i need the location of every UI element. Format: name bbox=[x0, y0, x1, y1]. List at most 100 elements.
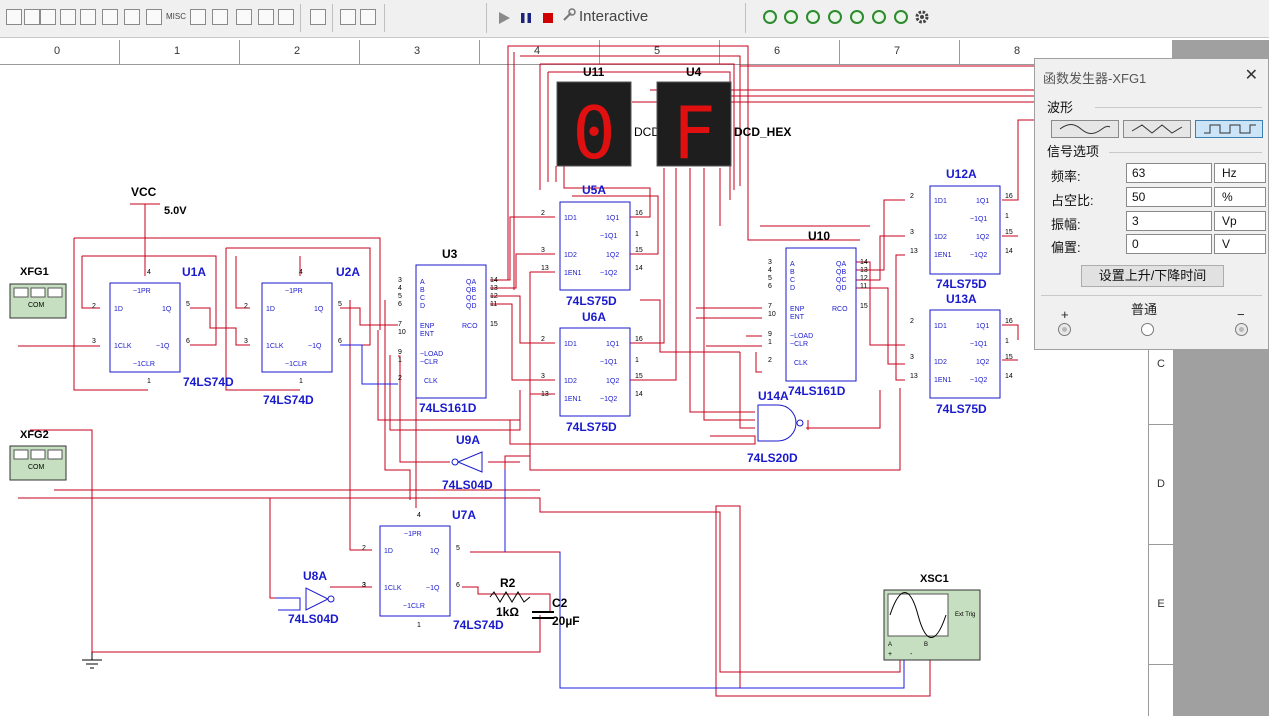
current-voltage-probe-icon[interactable] bbox=[850, 10, 864, 24]
pin-label: ~1PR bbox=[404, 531, 422, 538]
duty-cycle-input[interactable]: 50 bbox=[1126, 187, 1212, 207]
sine-wave-button[interactable] bbox=[1051, 120, 1119, 138]
analog-icon[interactable] bbox=[80, 9, 96, 25]
wrench-icon[interactable] bbox=[561, 7, 577, 23]
pin-number: 3 bbox=[910, 229, 914, 236]
terminal-minus-radio[interactable] bbox=[1235, 323, 1248, 336]
mixed-icon[interactable] bbox=[190, 9, 206, 25]
u1a-flipflop[interactable]: U1A ~1PR 1D 1Q 1CLK ~1Q ~1CLR 4 2 5 3 6 … bbox=[92, 265, 234, 389]
r2-resistor[interactable]: R2 1kΩ bbox=[489, 576, 531, 619]
toolbar-separator bbox=[332, 4, 333, 32]
c2-ref: C2 bbox=[552, 596, 568, 610]
duty-cycle-label: 占空比: bbox=[1051, 193, 1094, 208]
ruler-tick bbox=[479, 40, 480, 64]
pin-label: QC bbox=[466, 295, 477, 302]
u7a-flipflop[interactable]: U7A ~1PR 1D 1Q 1CLK ~1Q ~1CLR 4 2 5 3 6 … bbox=[362, 508, 504, 632]
pin-label: 1Q2 bbox=[976, 359, 989, 366]
terminal-plus-radio[interactable] bbox=[1058, 323, 1071, 336]
duty-cycle-unit[interactable]: % bbox=[1214, 187, 1266, 207]
differential-probe-icon[interactable] bbox=[828, 10, 842, 24]
run-icon[interactable] bbox=[497, 11, 511, 25]
u9a-part: 74LS04D bbox=[442, 478, 493, 492]
ruler-label: C bbox=[1157, 358, 1165, 370]
pin-label: ~1Q2 bbox=[970, 377, 987, 384]
transistor-icon[interactable] bbox=[60, 9, 76, 25]
resistor-icon[interactable] bbox=[6, 9, 22, 25]
u2a-flipflop[interactable]: U2A ~1PR 1D 1Q 1CLK ~1Q ~1CLR 4 2 5 3 6 … bbox=[244, 265, 360, 407]
gear-icon[interactable] bbox=[914, 9, 930, 25]
place-hier-icon[interactable] bbox=[340, 9, 356, 25]
simulation-mode-label[interactable]: Interactive bbox=[579, 8, 649, 25]
u4-seven-segment[interactable]: U4 F DCD_HEX bbox=[656, 65, 791, 175]
pin-label: 1D2 bbox=[934, 234, 947, 241]
pin-number: 13 bbox=[541, 391, 549, 398]
pin-number: 16 bbox=[1005, 193, 1013, 200]
frequency-input[interactable]: 63 bbox=[1126, 163, 1212, 183]
xfg2-label: XFG2 bbox=[20, 429, 49, 441]
u11-seven-segment[interactable]: U11 0 DCD bbox=[556, 65, 660, 175]
ruler-label: 0 bbox=[53, 45, 61, 57]
source-icon[interactable] bbox=[24, 9, 40, 25]
rise-fall-time-button[interactable]: 设置上升/下降时间 bbox=[1081, 265, 1224, 287]
diode-icon[interactable] bbox=[40, 9, 56, 25]
square-icon bbox=[47, 287, 63, 298]
pin-label: 1CLK bbox=[384, 585, 402, 592]
pin-number: 16 bbox=[635, 336, 643, 343]
amplitude-input[interactable]: 3 bbox=[1126, 211, 1212, 231]
u6a-latch[interactable]: U6A 1D1 1Q1 ~1Q1 1D2 1Q2 1EN1 ~1Q2 2 16 … bbox=[541, 310, 643, 434]
pin-number: 15 bbox=[860, 303, 868, 310]
xfg1-generator[interactable]: XFG1 COM bbox=[9, 266, 67, 319]
pin-label: 1D1 bbox=[934, 198, 947, 205]
peripheral-icon[interactable] bbox=[258, 9, 274, 25]
triangle-wave-button[interactable] bbox=[1123, 120, 1191, 138]
c2-capacitor[interactable]: C2 20µF bbox=[532, 596, 580, 628]
u13a-latch[interactable]: U13A 1D1 1Q1 ~1Q1 1D2 1Q2 1EN1 ~1Q2 2 16… bbox=[910, 292, 1013, 416]
stop-icon[interactable] bbox=[541, 11, 555, 25]
u10-counter[interactable]: U10 A B C D ENP ENT ~LOAD ~CLR CLK QA QB… bbox=[768, 229, 868, 398]
pin-label: ~1Q bbox=[308, 343, 322, 350]
power-icon[interactable] bbox=[236, 9, 252, 25]
vcc-source[interactable]: VCC 5.0V bbox=[131, 185, 187, 217]
terminal-common-radio[interactable] bbox=[1141, 323, 1154, 336]
u5a-latch[interactable]: U5A 1D1 1Q1 ~1Q1 1D2 1Q2 1EN1 ~1Q2 2 16 … bbox=[541, 183, 643, 308]
rf-icon[interactable] bbox=[278, 9, 294, 25]
pin-label: 1Q1 bbox=[976, 323, 989, 330]
sine-icon bbox=[1059, 124, 1111, 134]
u12a-latch[interactable]: U12A 1D1 1Q1 ~1Q1 1D2 1Q2 1EN1 ~1Q2 2 16… bbox=[910, 167, 1013, 291]
electromech-icon[interactable] bbox=[310, 9, 326, 25]
close-icon[interactable]: ✕ bbox=[1244, 67, 1258, 84]
digital-probe-icon[interactable] bbox=[894, 10, 908, 24]
u3-counter[interactable]: U3 A B C D ENP ENT ~LOAD ~CLR CLK QA QB … bbox=[398, 247, 498, 415]
u14a-nand-gate[interactable]: U14A 74LS20D bbox=[747, 389, 804, 465]
amplitude-unit[interactable]: Vp bbox=[1214, 211, 1266, 231]
xsc1-oscilloscope[interactable]: XSC1 Ext Trig A B + - bbox=[883, 573, 981, 661]
mcu-icon[interactable] bbox=[146, 9, 162, 25]
pin-number: 10 bbox=[398, 329, 406, 336]
voltage-probe-icon[interactable] bbox=[763, 10, 777, 24]
pause-icon[interactable] bbox=[519, 11, 533, 25]
pin-number: 15 bbox=[1005, 354, 1013, 361]
bus-icon[interactable] bbox=[360, 9, 376, 25]
ttl-icon[interactable] bbox=[102, 9, 118, 25]
triangle-icon bbox=[1131, 124, 1183, 134]
u9a-inverter[interactable]: U9A 74LS04D bbox=[442, 433, 493, 492]
offset-unit[interactable]: V bbox=[1214, 234, 1266, 254]
pin-number: 7 bbox=[398, 321, 402, 328]
xfg2-generator[interactable]: XFG2 COM bbox=[9, 429, 67, 481]
square-wave-button[interactable] bbox=[1195, 120, 1263, 138]
indicator-icon[interactable] bbox=[212, 9, 228, 25]
cmos-icon[interactable] bbox=[124, 9, 140, 25]
misc-text[interactable]: MISC bbox=[166, 12, 186, 21]
ground-symbol[interactable] bbox=[82, 652, 102, 669]
power-probe-icon[interactable] bbox=[806, 10, 820, 24]
current-probe-icon[interactable] bbox=[784, 10, 798, 24]
pin-number: 3 bbox=[541, 247, 545, 254]
offset-input[interactable]: 0 bbox=[1126, 234, 1212, 254]
reference-probe-icon[interactable] bbox=[872, 10, 886, 24]
u8a-inverter[interactable]: U8A 3 74LS04D bbox=[288, 569, 366, 626]
amplitude-label: 振幅: bbox=[1051, 217, 1081, 232]
frequency-unit[interactable]: Hz bbox=[1214, 163, 1266, 183]
schematic-canvas[interactable]: VCC 5.0V XFG1 COM XFG2 COM U1A ~1PR 1D 1… bbox=[0, 0, 1148, 716]
pin-number: 14 bbox=[860, 259, 868, 266]
function-generator-dialog[interactable]: 函数发生器-XFG1 ✕ 波形 信号选项 频率: 63 Hz 占空比: 50 %… bbox=[1034, 58, 1269, 350]
